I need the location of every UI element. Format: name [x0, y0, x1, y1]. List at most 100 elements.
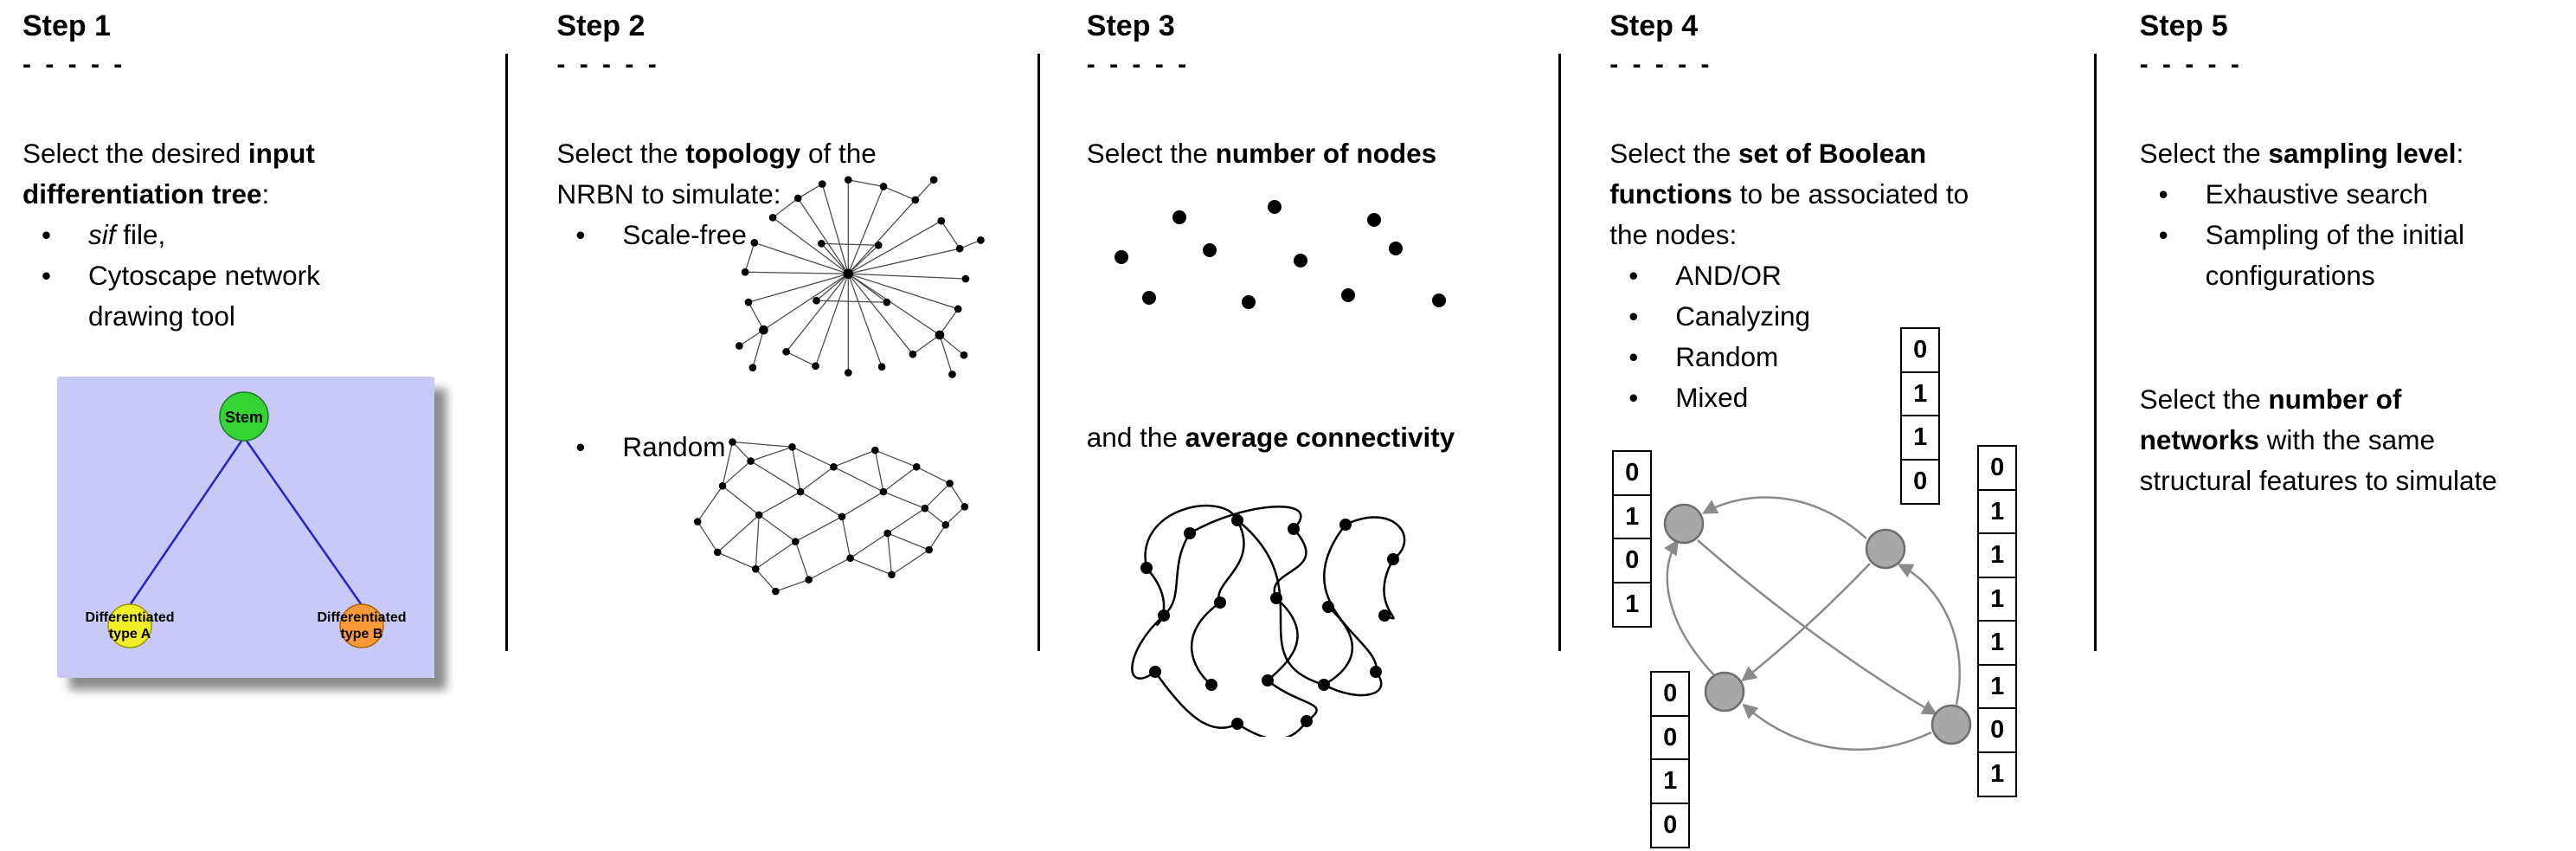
truth-table-cell: 1: [1900, 371, 1941, 417]
truth-table-left: 0 1 0 1: [1612, 450, 1653, 628]
column-divider-2: [1037, 54, 1040, 651]
text-segment: :: [2456, 138, 2464, 169]
step-1-bullet-list: sif file, Cytoscape network drawing tool: [22, 215, 505, 337]
step-1-title: Step 1: [22, 10, 112, 42]
text-segment: Select the: [2139, 384, 2269, 415]
stem-node-label: Stem: [225, 409, 263, 426]
tree-edge-right: [242, 436, 363, 606]
step-1-column: Step 1 - - - - - Select the desired inpu…: [0, 0, 505, 851]
text-segment: Select the: [556, 138, 686, 169]
step-4-bullet-list: AND/OR Canalyzing Random Mixed: [1609, 255, 2093, 418]
tangle-edges: [1130, 504, 1405, 737]
text-line: structural features to simulate: [2140, 461, 2576, 501]
boolean-node-4: [1930, 704, 1972, 745]
differentiation-tree-graphic: Stem Differentiated type A Differentiate…: [57, 377, 434, 678]
step-5-bullet-list: Exhaustive search Sampling of the initia…: [2140, 174, 2576, 296]
truth-table-cell: 0: [1650, 671, 1691, 717]
step-3-dashes: - - - - -: [1086, 50, 1191, 79]
step-2-column: Step 2 - - - - - Select the topology of …: [508, 0, 1037, 851]
text-line: Select the number of: [2140, 379, 2576, 420]
bullet-item-random-fn: Random: [1609, 337, 2093, 377]
text-segment: Select the: [1086, 138, 1216, 169]
text-segment-bold: topology: [685, 138, 801, 169]
text-segment: :: [261, 178, 270, 210]
truth-table-cell: 0: [1650, 714, 1691, 761]
text-segment: Select the: [2139, 138, 2269, 169]
truth-table-cell: 0: [1650, 802, 1691, 848]
bullet-item-scale-free: Scale-free: [556, 215, 1037, 255]
truth-table-cell: 1: [1977, 663, 2018, 710]
column-divider-4: [2093, 54, 2097, 651]
tree-edge-left: [128, 436, 246, 606]
text-segment: to be associated to the nodes:: [1609, 178, 1969, 250]
bullet-item-random: Random: [556, 427, 1037, 467]
bullet-item-sampling: Sampling of the initial configurations: [2140, 215, 2512, 296]
text-segment: file,: [115, 219, 166, 250]
random-network-graphic: [694, 438, 969, 596]
truth-table-cell: 0: [1900, 458, 1941, 505]
step-5-column: Step 5 - - - - - Select the sampling lev…: [2097, 0, 2576, 851]
text-segment: Exhaustive search: [2205, 178, 2428, 210]
connectivity-tangle-graphic: [1130, 504, 1405, 737]
scatter-nodes: [1114, 200, 1446, 309]
text-segment-bold: number of nodes: [1215, 138, 1437, 169]
column-divider-1: [505, 54, 509, 651]
random-network-edges: [697, 441, 966, 592]
text-segment: of the NRBN to simulate:: [556, 138, 877, 210]
bullet-item-mixed: Mixed: [1609, 377, 2093, 418]
text-segment: Cytoscape network drawing tool: [88, 260, 320, 332]
bullet-item-cytoscape: Cytoscape network drawing tool: [22, 255, 369, 337]
bullet-item-exhaustive: Exhaustive search: [2140, 174, 2576, 215]
step-3-instruction: Select the number of nodes: [1087, 133, 1558, 174]
text-segment: structural features to simulate: [2139, 465, 2497, 496]
text-segment-italic: sif: [88, 219, 116, 250]
truth-table-cell: 0: [1612, 450, 1653, 496]
text-segment-bold: average connectivity: [1185, 422, 1455, 453]
text-segment: Random: [1675, 341, 1779, 372]
boolean-node-3: [1704, 671, 1745, 712]
truth-table-cell: 0: [1612, 538, 1653, 583]
text-segment-bold: number of: [2268, 384, 2402, 415]
text-segment-bold: networks: [2139, 424, 2259, 455]
step-5-dashes: - - - - -: [2139, 50, 2243, 79]
text-segment: Select the: [1609, 138, 1739, 169]
boolean-node-2: [1865, 528, 1906, 570]
step-5-instruction: Select the sampling level:: [2140, 133, 2576, 174]
step-3-column: Step 3 - - - - - Select the number of no…: [1040, 0, 1558, 851]
text-line: networks with the same: [2140, 420, 2576, 461]
type-b-label-line2: type B: [341, 627, 383, 641]
truth-table-cell: 0: [1900, 327, 1941, 373]
scale-free-network-nodes: [736, 176, 986, 378]
column-divider-3: [1558, 54, 1562, 651]
type-a-label-line2: type A: [109, 627, 151, 641]
bullet-item-canalyzing: Canalyzing: [1609, 296, 2093, 337]
truth-table-cell: 1: [1977, 620, 2018, 666]
text-segment: Canalyzing: [1675, 300, 1811, 332]
truth-table-cell: 0: [1977, 445, 2018, 491]
scale-free-network-graphic: [736, 176, 986, 378]
step-3-title: Step 3: [1086, 10, 1175, 42]
text-segment: Select the desired: [22, 138, 248, 169]
step-5-title: Step 5: [2139, 10, 2228, 42]
type-a-label-line1: Differentiated: [85, 610, 174, 625]
bullet-item-sif-file: sif file,: [22, 215, 505, 255]
step-2-title: Step 2: [556, 10, 646, 42]
text-segment: Scale-free: [622, 219, 747, 250]
boolean-network-svg: [1663, 496, 1972, 751]
truth-table-cell: 1: [1612, 581, 1653, 628]
boolean-network-nodes: [1663, 503, 1972, 745]
truth-table-cell: 1: [1977, 576, 2018, 622]
step-4-title: Step 4: [1609, 10, 1699, 42]
text-segment: AND/OR: [1675, 260, 1782, 291]
step-2-bullet-list: Scale-free Random: [556, 215, 1037, 467]
random-network-nodes: [694, 438, 969, 596]
text-segment-bold: sampling level: [2268, 138, 2457, 169]
step-4-instruction: Select the set of Boolean functions to b…: [1609, 133, 1999, 255]
truth-table-right: 0 1 1 1 1 1 0 1: [1977, 445, 2018, 797]
text-segment: and the: [1086, 422, 1185, 453]
step-4-dashes: - - - - -: [1609, 50, 1713, 79]
scale-free-network-edges: [739, 179, 981, 375]
truth-table-cell: 1: [1977, 488, 2018, 535]
text-segment: with the same: [2258, 424, 2435, 455]
